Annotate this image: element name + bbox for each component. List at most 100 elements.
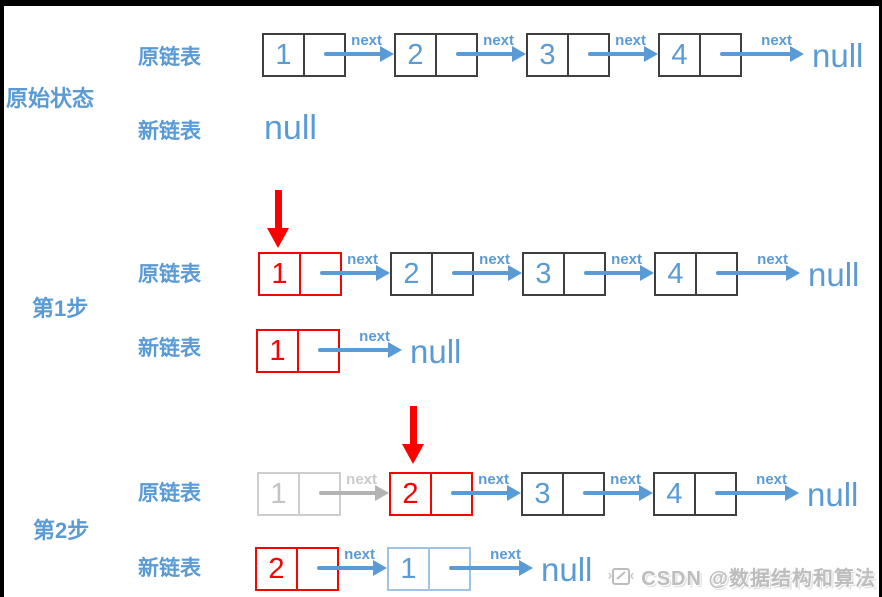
arrow-shaft xyxy=(456,52,514,56)
next-arrow: next xyxy=(317,546,387,591)
arrow-head-icon xyxy=(402,444,424,464)
node-4: 4 xyxy=(654,252,738,296)
arrow-head-icon xyxy=(380,46,394,62)
arrow-shaft xyxy=(584,271,642,275)
next-label: next xyxy=(359,328,390,345)
border-edge-right xyxy=(879,0,882,597)
arrow-head-icon xyxy=(373,560,387,576)
node-value: 1 xyxy=(258,331,299,371)
arrow-shaft xyxy=(318,348,390,352)
arrow-head-icon xyxy=(375,485,389,501)
next-arrow: next xyxy=(583,471,653,516)
node-value: 2 xyxy=(392,254,433,294)
arrow-head-icon xyxy=(644,46,658,62)
node-value: 3 xyxy=(528,35,569,75)
arrow-head-icon xyxy=(512,46,526,62)
csdn-watermark: CSDN @数据结构和算法 xyxy=(608,562,876,591)
row-label-new-list-3: 新链表 xyxy=(138,557,201,580)
arrow-shaft xyxy=(274,190,282,228)
arrow-shaft xyxy=(715,491,787,495)
next-label: next xyxy=(490,546,521,563)
null-text: null xyxy=(808,255,860,293)
section-label-step2: 第2步 xyxy=(33,518,90,543)
arrow-head-icon xyxy=(267,228,289,248)
arrow-shaft xyxy=(449,566,521,570)
next-label: next xyxy=(344,546,375,563)
next-arrow: next xyxy=(588,32,658,77)
arrow-head-icon xyxy=(376,265,390,281)
next-arrow: next xyxy=(716,251,800,296)
arrow-shaft xyxy=(588,52,646,56)
arrow-shaft xyxy=(716,271,788,275)
current-pointer-arrow xyxy=(402,406,424,464)
next-arrow: next xyxy=(720,32,804,77)
next-label: next xyxy=(761,32,792,49)
node-1: 1 xyxy=(258,252,342,296)
original-list-row-step1: 1 next 2 next 3 next 4 xyxy=(258,251,860,296)
node-2: 2 xyxy=(255,547,339,591)
node-value: 2 xyxy=(396,35,437,75)
next-label: next xyxy=(479,251,510,268)
next-arrow: next xyxy=(584,251,654,296)
node-value: 4 xyxy=(655,474,696,514)
section-label-initial: 原始状态 xyxy=(6,86,95,111)
csdn-logo-icon xyxy=(608,567,634,585)
arrow-head-icon xyxy=(785,485,799,501)
arrow-head-icon xyxy=(507,485,521,501)
node-value: 1 xyxy=(264,35,305,75)
arrow-shaft xyxy=(452,271,510,275)
node-1: 1 xyxy=(262,33,346,77)
arrow-shaft xyxy=(317,566,375,570)
next-label: next xyxy=(346,471,377,488)
border-edge-left xyxy=(0,0,4,597)
next-label: next xyxy=(610,471,641,488)
next-label: next xyxy=(756,471,787,488)
node-value: 4 xyxy=(656,254,697,294)
next-label: next xyxy=(478,471,509,488)
null-text: null xyxy=(264,109,317,147)
null-text: null xyxy=(410,332,462,370)
node-value: 1 xyxy=(389,549,430,589)
arrow-head-icon xyxy=(388,342,402,358)
arrow-shaft xyxy=(319,491,377,495)
new-list-row-step2: 2 next 1 next null xyxy=(255,546,592,591)
arrow-head-icon xyxy=(640,265,654,281)
next-label: next xyxy=(351,32,382,49)
row-label-original-list-1: 原链表 xyxy=(138,46,201,69)
node-value: 3 xyxy=(523,474,564,514)
next-arrow: next xyxy=(324,32,394,77)
watermark-text: CSDN @数据结构和算法 xyxy=(641,568,876,590)
border-edge-top xyxy=(0,0,882,6)
row-label-original-list-2: 原链表 xyxy=(138,263,201,286)
arrow-shaft xyxy=(409,406,417,444)
original-list-row-step2: 1 next 2 next 3 next 4 xyxy=(257,471,858,516)
node-value: 4 xyxy=(660,35,701,75)
row-label-original-list-3: 原链表 xyxy=(138,482,201,505)
arrow-shaft xyxy=(320,271,378,275)
node-value: 3 xyxy=(524,254,565,294)
current-pointer-arrow xyxy=(267,190,289,248)
next-label: next xyxy=(347,251,378,268)
null-text: null xyxy=(812,36,864,74)
next-label: next xyxy=(757,251,788,268)
node-value: 1 xyxy=(260,254,301,294)
next-arrow: next xyxy=(451,471,521,516)
next-label: next xyxy=(611,251,642,268)
arrow-shaft xyxy=(451,491,509,495)
node-1: 1 xyxy=(387,547,471,591)
next-label: next xyxy=(483,32,514,49)
next-arrow: next xyxy=(715,471,799,516)
arrow-head-icon xyxy=(786,265,800,281)
next-label: next xyxy=(615,32,646,49)
arrow-shaft xyxy=(583,491,641,495)
next-arrow: next xyxy=(318,328,402,373)
node-value: 2 xyxy=(257,549,298,589)
arrow-head-icon xyxy=(519,560,533,576)
next-arrow: next xyxy=(452,251,522,296)
next-arrow: next xyxy=(456,32,526,77)
new-list-row-step1: 1 next null xyxy=(256,328,462,373)
arrow-shaft xyxy=(324,52,382,56)
next-arrow: next xyxy=(449,546,533,591)
next-arrow: next xyxy=(319,471,389,516)
